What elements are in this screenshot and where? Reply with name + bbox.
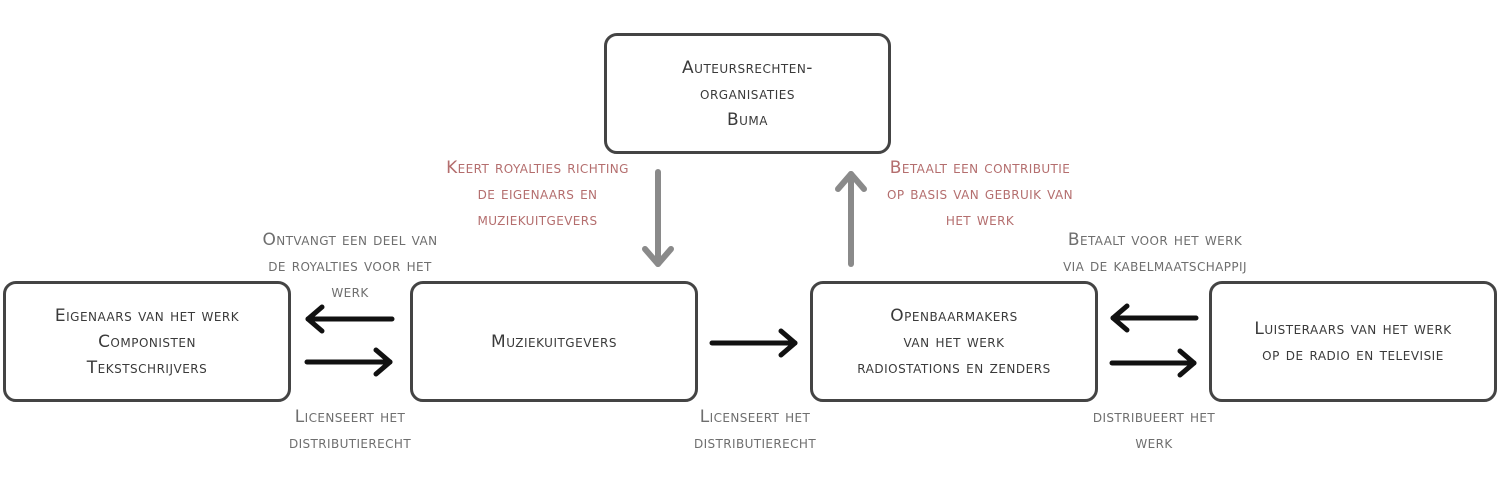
box-owners-line-1: Eigenaars van het werk bbox=[54, 305, 240, 326]
label-royalties-line-2: de eigenaars en bbox=[477, 184, 598, 204]
label-distributes-line-1: distribueert het bbox=[1092, 407, 1216, 427]
arrow-buma-to-publishers bbox=[642, 169, 674, 267]
box-auteursrechten-organisaties: Auteursrechten- organisaties Buma bbox=[604, 33, 891, 154]
box-broadcasters-line-1: Openbaarmakers bbox=[890, 305, 1018, 326]
label-license-middle-line-2: distributierecht bbox=[693, 433, 817, 453]
label-royalties-line-1: Keert royalties richting bbox=[446, 158, 629, 178]
box-owners-line-3: Tekstschrijvers bbox=[86, 357, 208, 378]
box-authors-line-1: Auteursrechten- bbox=[682, 57, 813, 78]
label-license-middle: Licenseert het distributierecht bbox=[665, 404, 845, 456]
label-receives-line-1: Ontvangt een deel van bbox=[262, 230, 438, 250]
label-license-left-line-2: distributierecht bbox=[288, 433, 412, 453]
box-authors-line-2: organisaties bbox=[700, 83, 795, 104]
label-contribution-line-3: het werk bbox=[945, 210, 1015, 230]
box-broadcasters-line-3: radiostations en zenders bbox=[857, 357, 1051, 378]
box-authors-line-3: Buma bbox=[726, 109, 768, 130]
arrow-listeners-to-broadcasters bbox=[1110, 303, 1199, 333]
box-broadcasters-line-2: van het werk bbox=[903, 331, 1005, 352]
arrow-publishers-to-owners bbox=[305, 304, 395, 334]
arrow-publishers-to-broadcasters bbox=[709, 328, 798, 358]
box-openbaarmakers: Openbaarmakers van het werk radiostation… bbox=[810, 281, 1098, 402]
label-distributes: distribueert het werk bbox=[1064, 404, 1244, 456]
box-listeners-line-1: Luisteraars van het werk bbox=[1254, 318, 1452, 339]
label-contribution: Betaalt een contributie op basis van geb… bbox=[860, 155, 1100, 233]
box-publishers-line-1: Muziekuitgevers bbox=[491, 331, 617, 352]
box-luisteraars: Luisteraars van het werk op de radio en … bbox=[1209, 281, 1497, 402]
label-receives-line-3: werk bbox=[331, 282, 369, 302]
box-listeners-line-2: op de radio en televisie bbox=[1262, 344, 1444, 365]
label-contribution-line-2: op basis van gebruik van bbox=[886, 184, 1073, 204]
label-royalties-to-owners: Keert royalties richting de eigenaars en… bbox=[410, 155, 665, 233]
box-muziekuitgevers: Muziekuitgevers bbox=[410, 281, 698, 402]
label-receives-share: Ontvangt een deel van de royalties voor … bbox=[235, 227, 465, 305]
label-royalties-line-3: muziekuitgevers bbox=[477, 210, 598, 230]
label-license-left: Licenseert het distributierecht bbox=[260, 404, 440, 456]
label-pays-line-2: via de kabelmaatschappij bbox=[1063, 256, 1247, 276]
label-receives-line-2: de royalties voor het bbox=[268, 256, 432, 276]
box-eigenaars: Eigenaars van het werk Componisten Tekst… bbox=[3, 281, 291, 402]
label-pays-line-1: Betaalt voor het werk bbox=[1067, 230, 1243, 250]
label-license-left-line-1: Licenseert het bbox=[294, 407, 406, 427]
box-owners-line-2: Componisten bbox=[98, 331, 196, 352]
label-distributes-line-2: werk bbox=[1135, 433, 1173, 453]
label-contribution-line-1: Betaalt een contributie bbox=[889, 158, 1071, 178]
arrow-broadcasters-to-listeners bbox=[1109, 348, 1197, 378]
arrow-broadcasters-to-buma bbox=[835, 171, 867, 267]
label-pays-cable: Betaalt voor het werk via de kabelmaatsc… bbox=[1025, 227, 1285, 279]
arrow-owners-to-publishers bbox=[304, 347, 393, 377]
label-license-middle-line-1: Licenseert het bbox=[699, 407, 811, 427]
